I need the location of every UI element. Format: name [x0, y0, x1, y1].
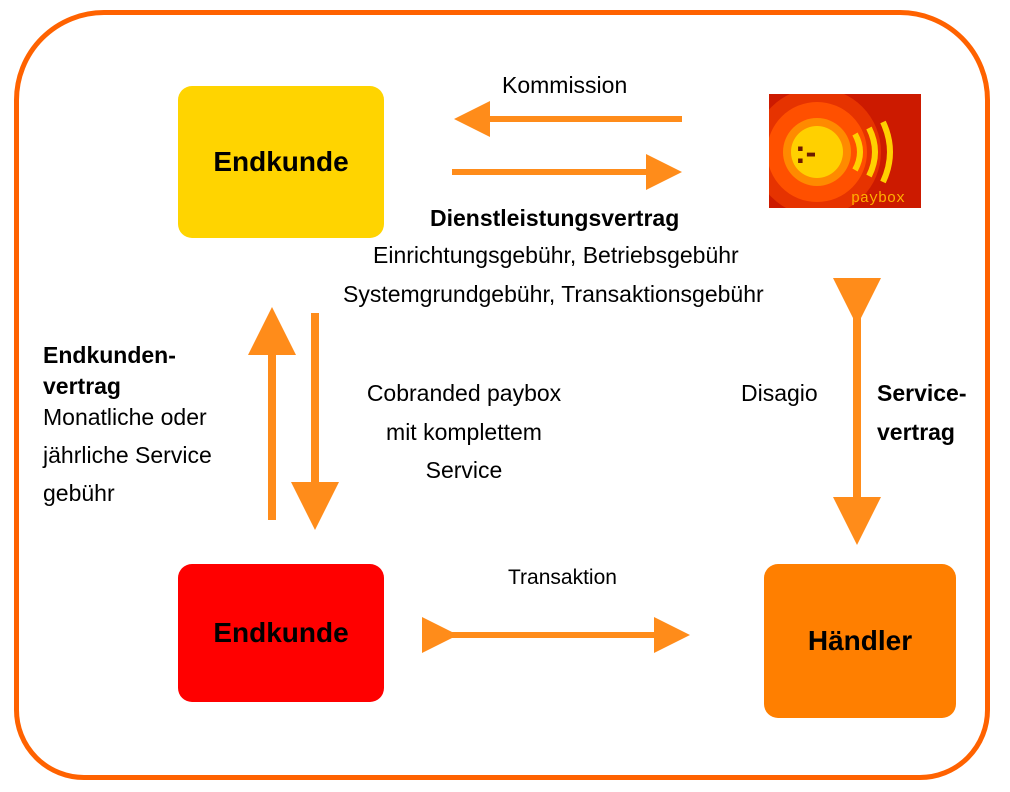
label-cobranded-line2: mit komplettem — [386, 419, 542, 445]
label-endkundenvertrag-title-1: Endkunden- — [43, 342, 176, 368]
paybox-logo-text: paybox — [851, 190, 905, 207]
label-dienstleistungsvertrag-line2: Systemgrundgebühr, Transaktionsgebühr — [343, 281, 764, 307]
node-endkunde-top: Endkunde — [178, 86, 384, 238]
label-kommission: Kommission — [502, 72, 628, 98]
label-endkundenvertrag-title-2: vertrag — [43, 373, 121, 399]
label-endkundenvertrag-line1: Monatliche oder — [43, 404, 207, 430]
label-endkundenvertrag-line2: jährliche Service — [43, 442, 212, 468]
label-cobranded-line3: Service — [425, 457, 503, 483]
paybox-logo: :- paybox — [769, 94, 921, 208]
node-endkunde-bottom: Endkunde — [178, 564, 384, 702]
label-servicevertrag-1: Service- — [877, 380, 967, 406]
node-haendler: Händler — [764, 564, 956, 718]
paybox-logo-face: :- — [795, 134, 816, 170]
label-servicevertrag-2: vertrag — [877, 419, 955, 445]
node-haendler-label: Händler — [807, 625, 913, 656]
diagram-frame — [14, 10, 990, 780]
label-disagio: Disagio — [741, 380, 818, 406]
label-dienstleistungsvertrag-line1: Einrichtungsgebühr, Betriebsgebühr — [373, 242, 739, 268]
label-cobranded-line1: Cobranded paybox — [366, 380, 562, 406]
label-endkundenvertrag-line3: gebühr — [43, 480, 115, 506]
label-dienstleistungsvertrag-title: Dienstleistungsvertrag — [430, 205, 680, 231]
node-endkunde-top-label: Endkunde — [213, 146, 349, 177]
node-endkunde-bottom-label: Endkunde — [213, 617, 349, 648]
label-transaktion: Transaktion — [508, 566, 617, 589]
